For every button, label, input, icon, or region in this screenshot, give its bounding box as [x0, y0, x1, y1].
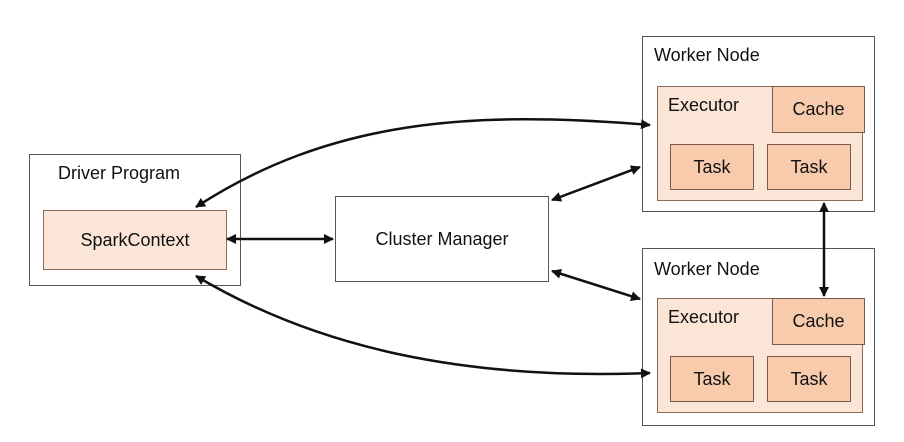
arrow-cluster-manager-worker-2: [551, 268, 641, 302]
task-label: Task: [790, 368, 828, 389]
executor-label: Executor: [668, 307, 740, 327]
cache-label: Cache: [792, 99, 845, 119]
spark-context-label: SparkContext: [80, 229, 190, 250]
cache-box: Cache: [772, 86, 865, 133]
worker-node-1: Worker Node Executor Cache Task Task: [642, 36, 875, 212]
cluster-manager-box: Cluster Manager: [335, 196, 549, 282]
cluster-manager-label: Cluster Manager: [375, 228, 509, 249]
task-box: Task: [767, 144, 851, 190]
worker-node-2: Worker Node Executor Cache Task Task: [642, 248, 875, 426]
worker-node-title: Worker Node: [654, 45, 760, 65]
executor-box: Executor Cache Task Task: [657, 86, 865, 201]
executor-label: Executor: [668, 95, 740, 115]
arrow-driver-worker-1: [195, 118, 651, 209]
executor-box: Executor Cache Task Task: [657, 298, 865, 413]
task-label: Task: [790, 156, 828, 177]
driver-program-title: Driver Program: [58, 163, 181, 183]
driver-program-box: Driver Program SparkContext: [29, 154, 241, 286]
cache-label: Cache: [792, 311, 845, 331]
arrow-driver-worker-2: [195, 274, 651, 379]
task-label: Task: [693, 368, 731, 389]
task-box: Task: [767, 356, 851, 402]
task-label: Task: [693, 156, 731, 177]
worker-node-title: Worker Node: [654, 259, 760, 279]
task-box: Task: [670, 356, 754, 402]
cache-box: Cache: [772, 298, 865, 345]
spark-context-box: SparkContext: [43, 210, 227, 270]
task-box: Task: [670, 144, 754, 190]
arrow-cluster-manager-worker-1: [551, 165, 641, 202]
